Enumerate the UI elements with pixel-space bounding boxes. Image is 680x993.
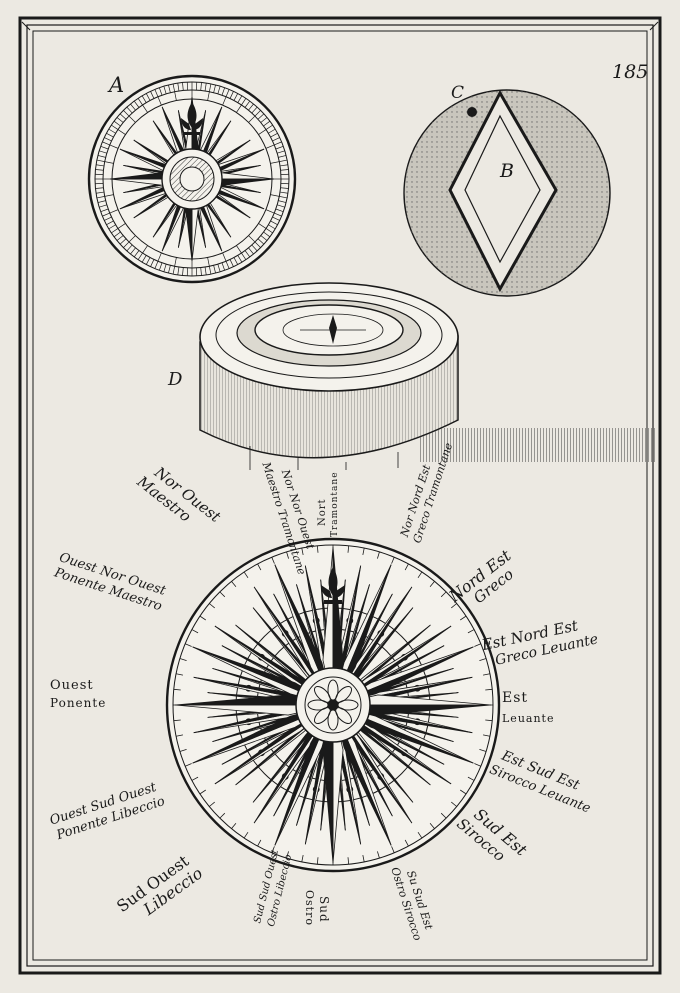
figure-label-c: C xyxy=(451,83,464,103)
plate-border xyxy=(18,16,662,975)
fleur-de-lis-icon xyxy=(181,102,203,135)
figure-label-a: A xyxy=(107,73,124,97)
wind-labels: Nort Tramontane Nor Nord Est Greco Tramo… xyxy=(48,441,600,943)
figure-d-compass-box xyxy=(199,282,655,462)
wind-label-s-1: Sud xyxy=(317,896,331,923)
leader-lines xyxy=(249,446,399,470)
wind-label-s-2: Ostro xyxy=(303,890,316,926)
fleur-de-lis-icon xyxy=(321,567,345,604)
wind-rose xyxy=(165,537,501,873)
wind-label-w-1: Ouest xyxy=(50,678,94,693)
figure-label-b: B xyxy=(499,160,514,182)
figure-b-lodestone-disc xyxy=(403,89,611,297)
wind-label-w-2: Ponente xyxy=(50,696,106,710)
wind-label-e-2: Leuante xyxy=(502,712,554,725)
wind-label-e-1: Est xyxy=(502,690,528,706)
page-number: 185 xyxy=(612,61,648,83)
figure-label-d: D xyxy=(167,369,183,390)
wind-label-n-2: Tramontane xyxy=(330,471,340,537)
figure-a-compass-card xyxy=(87,74,297,284)
wind-label-n-1: Nort xyxy=(317,498,328,526)
